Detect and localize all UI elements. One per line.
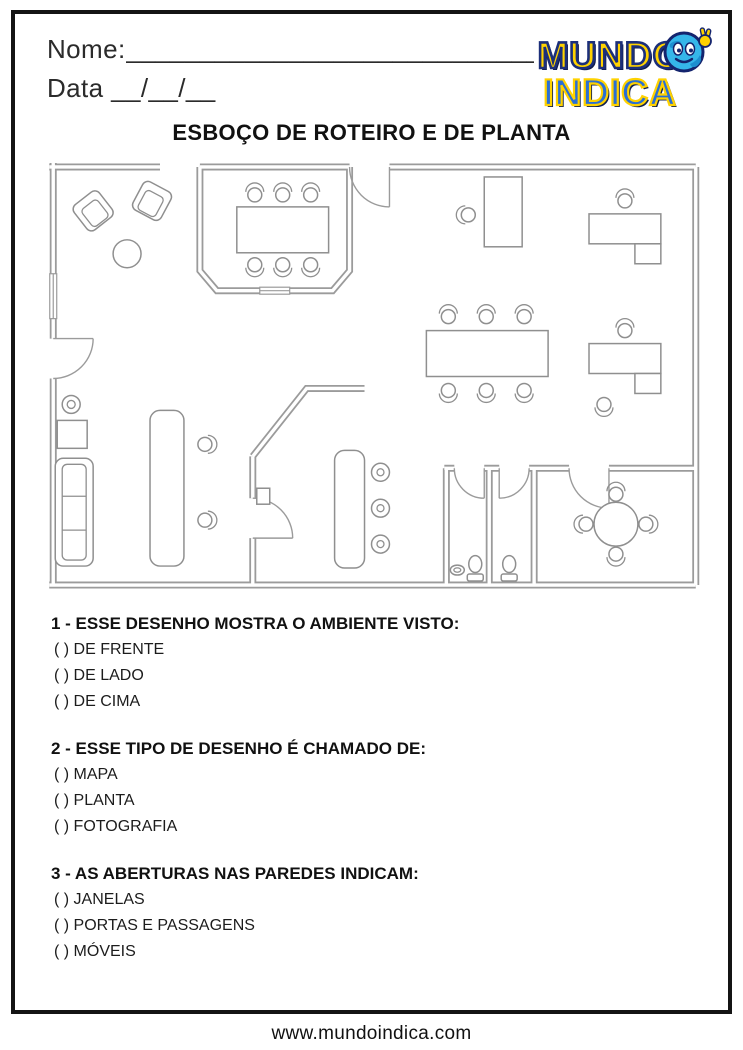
window-left-wall [49,273,58,320]
floor-plan-drawing [49,162,700,589]
reception-desk [149,409,185,567]
plant [61,394,81,415]
door-left-entrance [53,337,94,380]
logo-text-line2: INDICA [542,72,677,114]
large-table [425,329,549,378]
brand-logo: MUNDO INDICA [522,27,712,114]
lounge-armchairs [69,178,175,269]
question-option: ( ) PLANTA [54,792,135,809]
office-desk-center [455,176,523,248]
peace-hand-icon [698,27,712,48]
workstation-top-right [588,188,662,265]
questions-section: 1 - ESSE DESENHO MOSTRA O AMBIENTE VISTO… [51,611,728,965]
question-option: ( ) DE CIMA [54,693,141,710]
page-frame: MUNDO INDICA Nome:______________________… [11,10,732,1014]
door-bathroom-right [498,468,530,499]
bathrooms [449,554,518,582]
logo-text-line1: MUNDO [536,35,683,76]
worksheet-header: Nome:______________________________ Data… [15,14,728,104]
meeting-table [236,206,330,254]
question-3: 3 - AS ABERTURAS NAS PAREDES INDICAM: ( … [51,861,728,965]
round-table [593,501,639,547]
question-option: ( ) MAPA [54,766,118,783]
center-table-group [425,303,549,404]
question-option: ( ) DE FRENTE [54,641,165,658]
waiting-area [54,394,94,567]
sofa [54,457,94,567]
globe-icon [663,27,712,73]
date-field-row: Data __/__/__ [47,73,216,103]
counter-area [333,449,391,569]
question-prompt: 1 - ESSE DESENHO MOSTRA O AMBIENTE VISTO… [51,614,460,633]
website-url: www.mundoindica.com [271,1023,472,1044]
door-dining-room [568,468,610,509]
toilet-left [466,554,484,582]
question-prompt: 2 - ESSE TIPO DE DESENHO É CHAMADO DE: [51,739,426,758]
side-table [112,239,142,269]
question-2: 2 - ESSE TIPO DE DESENHO É CHAMADO DE: (… [51,736,728,840]
question-option: ( ) MÓVEIS [54,943,136,960]
door-bathroom-left [453,468,485,499]
floor-plan [45,159,704,593]
walls [49,162,700,589]
door-top-entrance [348,166,391,208]
cabinet [56,419,88,450]
reception-area [149,409,218,567]
name-field-row: Nome:______________________________ [47,34,728,65]
question-option: ( ) DE LADO [54,667,144,684]
workstation-mid-right [588,317,662,418]
door-corridor [252,487,294,539]
meeting-room-furniture [236,182,330,278]
page-title: ESBOÇO DE ROTEIRO E DE PLANTA [172,120,571,145]
counter [333,449,366,569]
question-prompt: 3 - AS ABERTURAS NAS PAREDES INDICAM: [51,864,419,883]
keypad-box [256,487,271,505]
dining-table-group [573,481,659,567]
window-meeting-room [259,286,291,295]
name-fill-line: ______________________________ [125,34,534,64]
question-option: ( ) FOTOGRAFIA [54,818,178,835]
name-label: Nome: [47,34,126,64]
question-option: ( ) JANELAS [54,891,145,908]
question-option: ( ) PORTAS E PASSAGENS [54,917,255,934]
question-1: 1 - ESSE DESENHO MOSTRA O AMBIENTE VISTO… [51,611,728,715]
toilet-right [500,554,518,582]
sink [449,564,466,576]
